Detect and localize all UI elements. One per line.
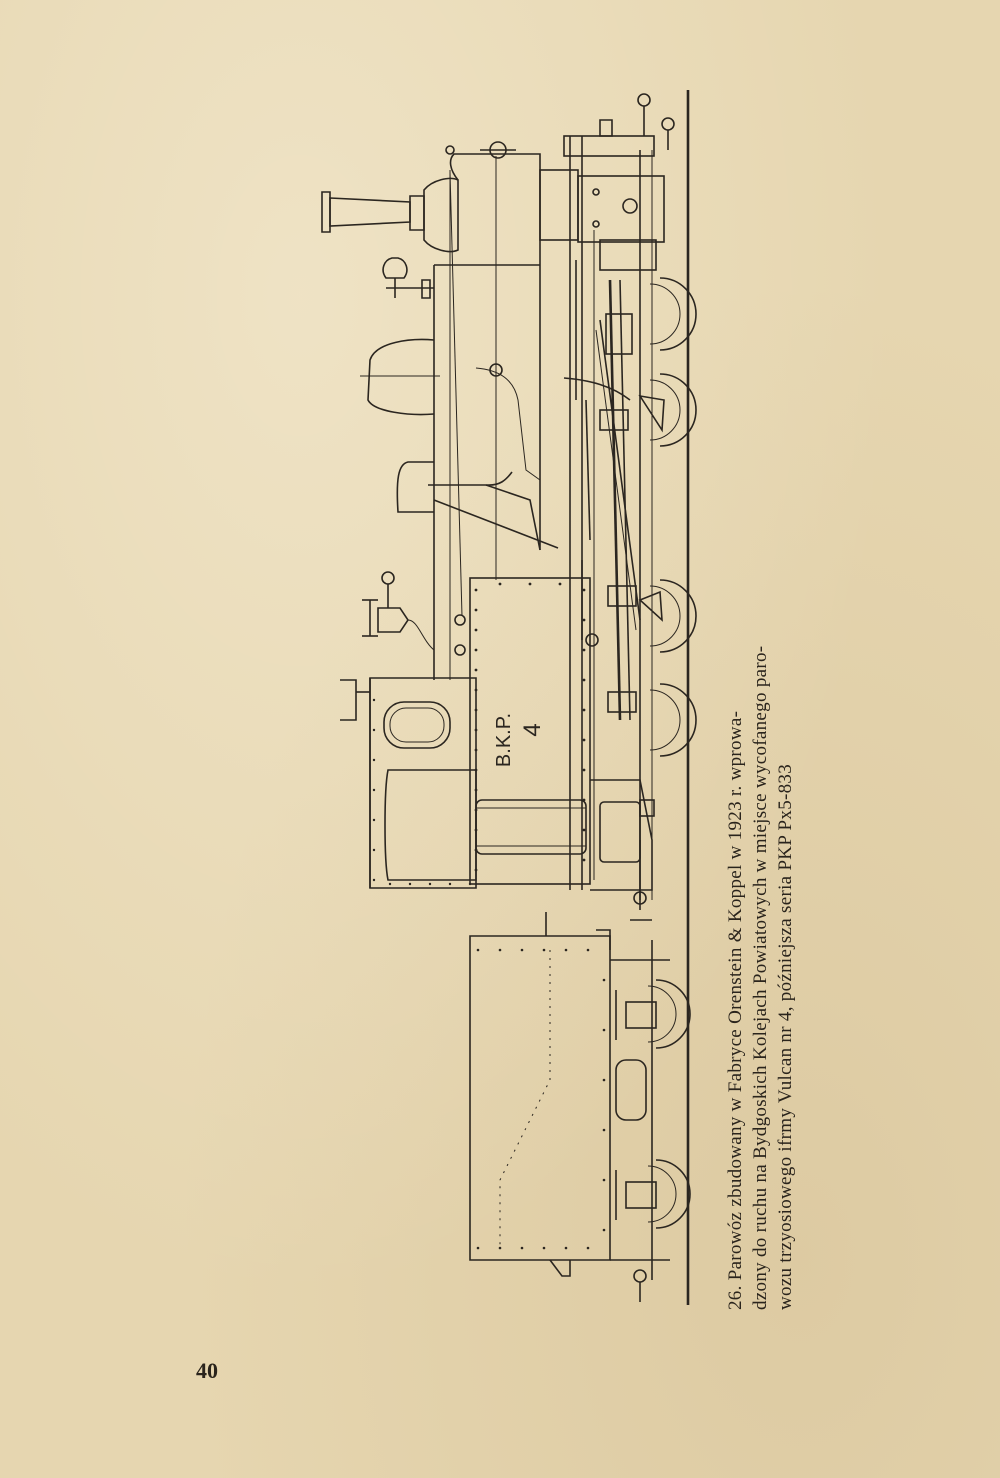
locomotive-side-view-svg: B.K.P. 4: [321, 90, 697, 1305]
safety-valve: [382, 257, 434, 299]
rods: [563, 260, 641, 721]
figure-caption: 26. Parowóz zbudowany w Fabryce Orenstei…: [725, 645, 796, 1310]
locomotive-drawing: B.K.P. 4: [300, 80, 720, 1320]
tender: [469, 912, 691, 1302]
cab: [340, 677, 477, 889]
plate-text-bkp: B.K.P.: [493, 713, 515, 767]
chimney: [321, 177, 459, 253]
cab-window-round: [383, 701, 451, 749]
plate-text-number: 4: [519, 723, 546, 736]
steam-dome: [360, 338, 440, 416]
cab-door-opening: [384, 769, 477, 881]
rear-frame: [590, 779, 655, 921]
driving-wheels: [638, 277, 697, 757]
frame: [563, 93, 675, 900]
sand-dome: [396, 461, 434, 513]
boiler-pipes: [428, 171, 559, 656]
cylinder-block: [539, 169, 665, 271]
whistle-valves: [362, 571, 435, 651]
boiler: [433, 141, 541, 680]
side-tank: B.K.P. 4: [469, 577, 591, 885]
page-number: 40: [196, 1358, 218, 1383]
